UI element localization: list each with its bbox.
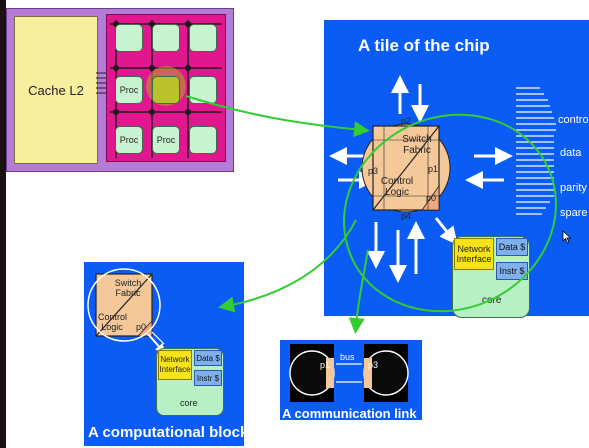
- switch-fabric-label: Switch Fabric: [114, 278, 142, 298]
- bus-label: bus: [340, 352, 355, 362]
- port-label: p0: [426, 193, 437, 203]
- proc-label: Proc: [119, 135, 139, 145]
- instr-cache-box: Instr $: [496, 262, 528, 280]
- port-label: p3: [368, 166, 379, 176]
- port-label: p2: [401, 116, 412, 126]
- proc-tile: Proc: [115, 126, 143, 154]
- network-interface-box: Network Interface: [158, 350, 192, 380]
- router-arrows: [329, 75, 513, 283]
- proc-tile: Proc: [152, 126, 180, 154]
- communication-link-title: A communication link: [282, 406, 417, 421]
- comm-link-diagram: [289, 344, 409, 402]
- tile-title: A tile of the chip: [358, 36, 490, 55]
- tile-cell: [152, 24, 180, 52]
- computational-block-title: A computational block: [88, 424, 249, 441]
- instr-cache-box: Instr $: [194, 370, 222, 386]
- proc-label: Proc: [119, 85, 139, 95]
- control-logic-label: Control Logic: [98, 312, 128, 332]
- tile-cell: [189, 126, 217, 154]
- switch-fabric-label: Switch Fabric: [402, 134, 432, 156]
- cache-l2-label: Cache L2: [28, 82, 84, 98]
- highlighted-tile: [152, 76, 180, 104]
- core-label: core: [180, 398, 198, 408]
- data-cache-box: Data $: [194, 350, 222, 366]
- port-label: p4: [401, 211, 412, 221]
- signal-label: spare: [560, 207, 588, 219]
- tile-cell: [189, 24, 217, 52]
- port-label: p0: [136, 322, 147, 332]
- mouse-cursor-icon: [562, 230, 572, 244]
- signal-label: control: [558, 114, 589, 126]
- signal-label: parity: [560, 182, 587, 194]
- signal-label: data: [560, 147, 582, 159]
- port-label: p1: [320, 360, 331, 370]
- data-cache-box: Data $: [496, 238, 528, 256]
- proc-label: Proc: [156, 135, 176, 145]
- comp-link-arrows: [147, 331, 166, 354]
- port-label: p3: [368, 360, 379, 370]
- proc-tile: Proc: [115, 76, 143, 104]
- cache-l2-block: Cache L2: [14, 16, 98, 164]
- network-interface-box: Network Interface: [454, 238, 494, 270]
- tile-cell: [115, 24, 143, 52]
- comp-router: [87, 268, 161, 342]
- control-logic-label: Control Logic: [380, 176, 414, 198]
- port-label: p1: [428, 164, 439, 174]
- signal-lines: [516, 87, 556, 215]
- left-edge-bar: [0, 0, 6, 448]
- tile-router: [361, 123, 451, 213]
